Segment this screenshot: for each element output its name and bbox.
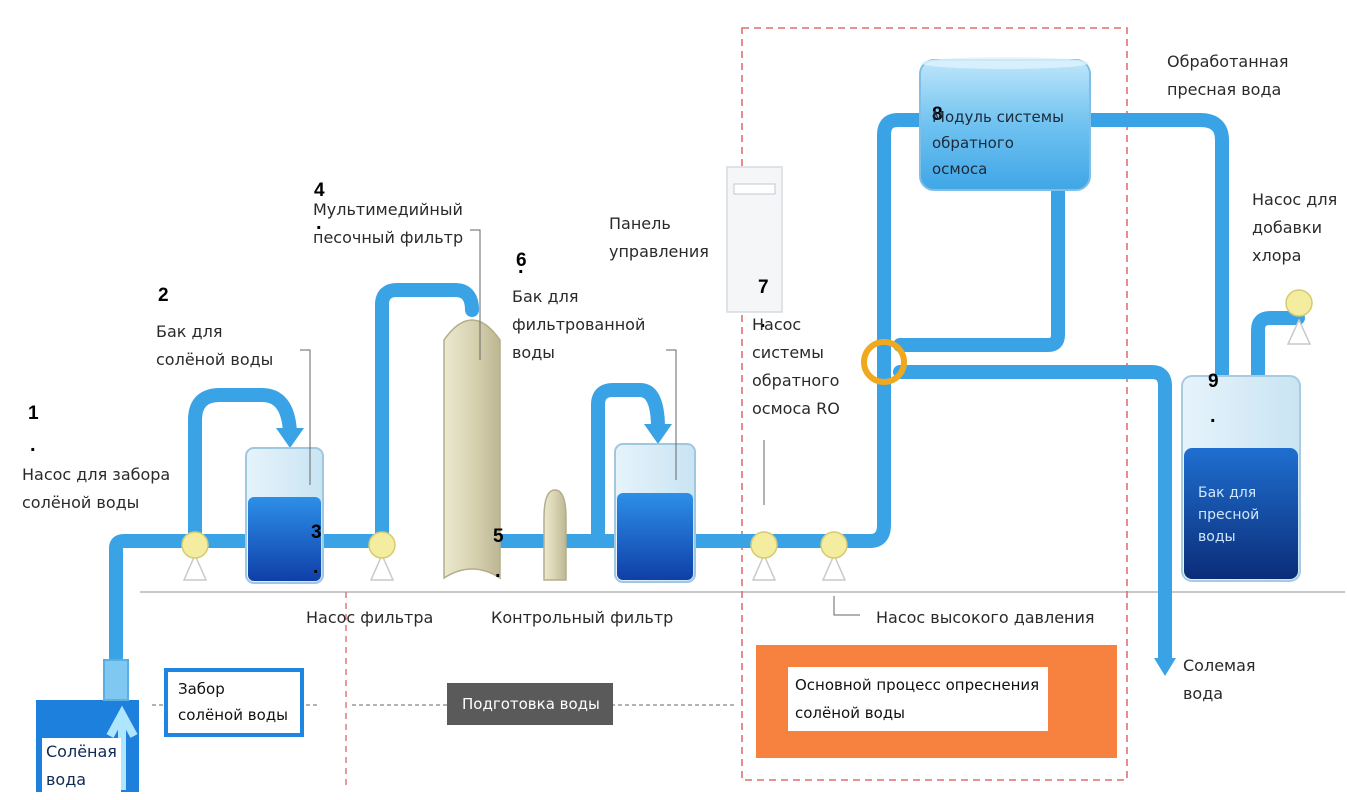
pump-filter — [368, 531, 396, 581]
pipe-salt-to-filter — [313, 283, 479, 548]
pump-intake — [181, 531, 209, 581]
pipe-to-filtered-tank — [591, 383, 665, 548]
marker-4: 4 — [314, 180, 325, 201]
fresh-water-tank — [1181, 375, 1301, 582]
marker-1-dot: . — [30, 434, 36, 456]
pipe-intake — [109, 534, 257, 687]
label-hp-pump: Насос высокого давления — [876, 608, 1095, 627]
marker-5-dot: . — [495, 560, 501, 582]
pipe-chlorine — [1251, 311, 1305, 425]
control-panel — [726, 166, 783, 313]
marker-3-dot: . — [313, 556, 319, 578]
arrow-filtered-tank — [644, 424, 672, 444]
marker-8: 8 — [932, 104, 943, 125]
marker-6: 6 — [516, 250, 527, 271]
intake-section-box — [164, 668, 304, 737]
pretreatment-section-box — [447, 683, 613, 725]
marker-9-dot: . — [1210, 405, 1216, 427]
pipe-treated — [1083, 113, 1229, 425]
marker-9: 9 — [1208, 371, 1219, 392]
valve-ring — [861, 339, 907, 385]
marker-2: 2 — [158, 285, 169, 306]
pipes — [109, 113, 1305, 687]
marker-7: 7 — [758, 277, 769, 298]
control-filter — [543, 489, 567, 581]
arrow-brine — [1154, 658, 1176, 676]
salt-water-tank — [245, 447, 324, 584]
section-pretreatment: Подготовка воды — [462, 695, 600, 713]
sand-filter — [443, 319, 501, 580]
leader-lines — [300, 229, 860, 616]
pump-ro — [750, 531, 778, 581]
pipe-to-salt-tank — [188, 388, 297, 548]
marker-7-dot: . — [760, 310, 766, 332]
marker-5: 5 — [493, 526, 504, 547]
pump-chlorine — [1285, 289, 1313, 345]
marker-1: 1 — [28, 403, 39, 424]
main-process-text-bg — [788, 667, 1048, 731]
label-control-filter: Контрольный фильтр — [491, 608, 674, 627]
marker-6-dot: . — [518, 256, 524, 278]
main-process-frame — [741, 27, 1128, 781]
filtered-water-tank — [614, 443, 696, 583]
label-filter-pump: Насос фильтра — [306, 608, 434, 627]
pipe-to-ro — [685, 113, 932, 548]
marker-3: 3 — [311, 522, 322, 543]
ro-module — [919, 57, 1091, 191]
arrow-salt-tank — [276, 428, 304, 448]
marker-4-dot: . — [316, 212, 322, 234]
pump-high-pressure — [820, 531, 848, 581]
intake-pipe-stub — [103, 659, 129, 701]
pipe-module-return — [893, 183, 1065, 352]
pipe-brine — [893, 365, 1172, 667]
intake-arrow-icon — [106, 705, 138, 790]
